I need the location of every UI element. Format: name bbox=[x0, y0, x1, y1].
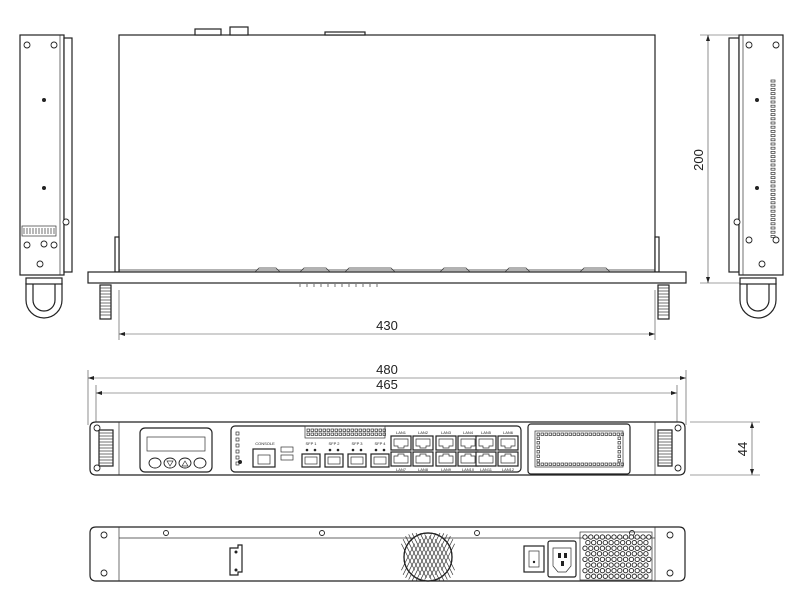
dimension-430-label: 430 bbox=[376, 318, 398, 333]
up-button[interactable] bbox=[178, 457, 192, 469]
left-handle-knob bbox=[100, 287, 111, 316]
lan-port[interactable] bbox=[497, 451, 519, 467]
rear-serial-connector bbox=[229, 544, 243, 576]
lan-port[interactable] bbox=[475, 435, 497, 451]
front-vent bbox=[527, 423, 631, 475]
psu-vent bbox=[579, 531, 653, 581]
lan-label: LAN6 bbox=[503, 430, 514, 435]
status-leds bbox=[235, 431, 242, 466]
enter-button[interactable] bbox=[193, 457, 207, 469]
lan-label: LAN1 bbox=[396, 430, 407, 435]
dimension-200-label: 200 bbox=[691, 149, 706, 171]
sfp-label: SFP 2 bbox=[328, 441, 340, 446]
dimension-465-label: 465 bbox=[376, 377, 398, 392]
sfp-label: SFP 4 bbox=[374, 441, 386, 446]
sfp-ports: SFP 1 SFP 2 SFP 3 SFP 4 bbox=[301, 441, 390, 468]
rear-fan bbox=[401, 532, 455, 582]
usb-port-1[interactable] bbox=[280, 446, 294, 453]
power-switch[interactable] bbox=[523, 545, 545, 573]
lan-port[interactable] bbox=[412, 451, 434, 467]
right-handle-knob bbox=[658, 287, 669, 316]
sfp-label: SFP 1 bbox=[305, 441, 317, 446]
lan-port[interactable] bbox=[435, 435, 457, 451]
left-side-view bbox=[19, 34, 73, 319]
lan-label: LAN7 bbox=[396, 467, 407, 472]
right-side-view: 200 bbox=[691, 34, 784, 319]
lan-label: LAN9 bbox=[441, 467, 452, 472]
lan-ports: LAN1LAN7LAN2LAN8LAN3LAN9LAN4LAN10LAN5LAN… bbox=[390, 430, 519, 472]
lan-label: LAN12 bbox=[502, 467, 515, 472]
top-view: 430 bbox=[87, 26, 687, 340]
lan-label: LAN5 bbox=[481, 430, 492, 435]
lan-label: LAN10 bbox=[462, 467, 475, 472]
lan-port[interactable] bbox=[497, 435, 519, 451]
usb-port-2[interactable] bbox=[280, 454, 294, 461]
lan-label: LAN11 bbox=[480, 467, 493, 472]
console-label: CONSOLE bbox=[255, 441, 275, 446]
sfp-label: SFP 3 bbox=[351, 441, 363, 446]
down-button[interactable] bbox=[163, 457, 177, 469]
lan-port[interactable] bbox=[390, 451, 412, 467]
lan-port[interactable] bbox=[435, 451, 457, 467]
rear-view bbox=[89, 526, 686, 582]
console-port[interactable] bbox=[252, 448, 276, 468]
left-vent-slots bbox=[23, 228, 55, 234]
front-connector-outline bbox=[254, 267, 611, 287]
power-inlet[interactable] bbox=[547, 540, 577, 578]
dimension-44-label: 44 bbox=[735, 442, 750, 456]
menu-button[interactable] bbox=[148, 457, 162, 469]
lan-port[interactable] bbox=[412, 435, 434, 451]
lan-label: LAN2 bbox=[418, 430, 429, 435]
lcd-display bbox=[146, 436, 206, 452]
right-vent-slots bbox=[770, 79, 776, 238]
dimension-480-label: 480 bbox=[376, 362, 398, 377]
lan-port[interactable] bbox=[475, 451, 497, 467]
lan-port[interactable] bbox=[390, 435, 412, 451]
lan-label: LAN8 bbox=[418, 467, 429, 472]
front-view: 480 465 CONSOLE bbox=[87, 362, 760, 476]
lan-label: LAN3 bbox=[441, 430, 452, 435]
lan-label: LAN4 bbox=[463, 430, 474, 435]
